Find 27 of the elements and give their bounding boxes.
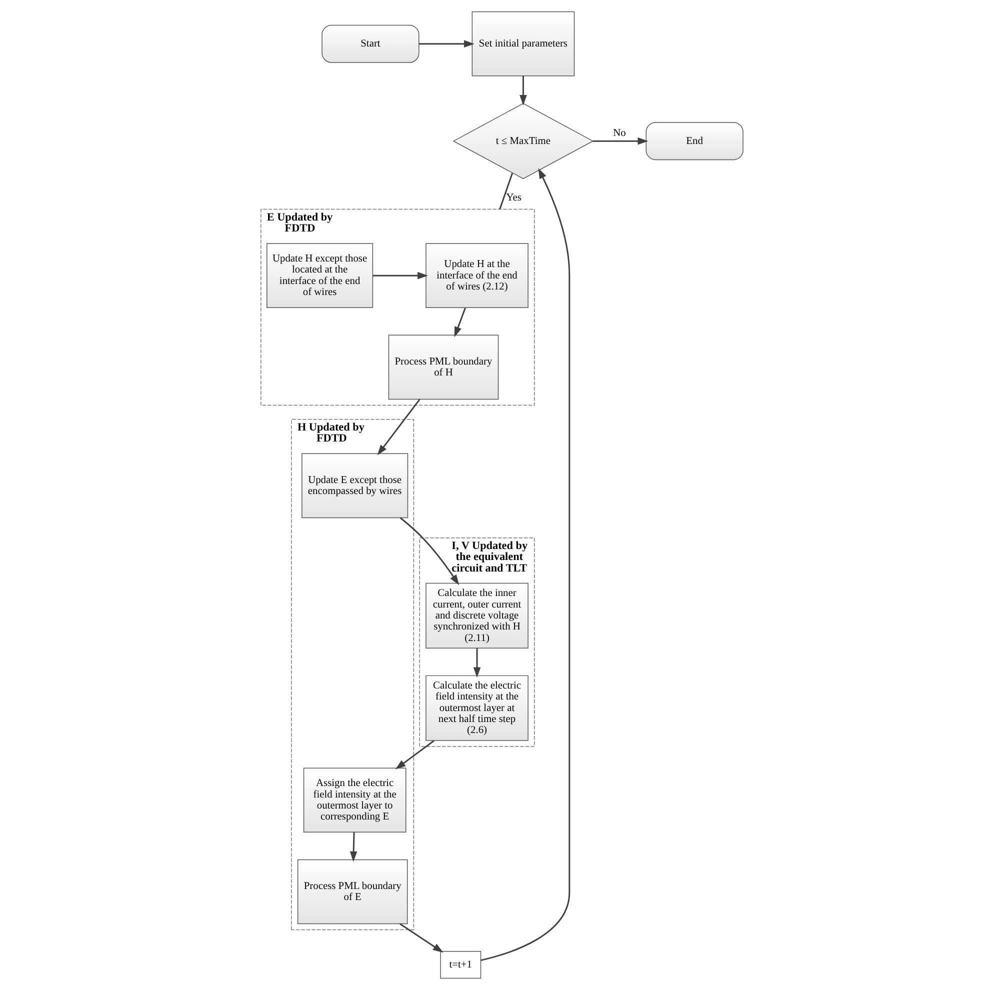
node-box: Process PML boundary of E bbox=[296, 859, 408, 924]
arrow bbox=[519, 76, 526, 106]
node-box: t=t+1 bbox=[440, 951, 481, 979]
node-box: Start bbox=[321, 24, 419, 63]
connector bbox=[498, 172, 513, 210]
node-box: Process PML boundary of H bbox=[388, 334, 498, 400]
edge-label: Yes bbox=[506, 192, 521, 204]
node-box: Update E except those encompassed by wires bbox=[301, 453, 408, 518]
arrow bbox=[349, 832, 357, 862]
arrow bbox=[472, 648, 480, 678]
arrow bbox=[394, 740, 434, 770]
node-box: End bbox=[645, 122, 743, 160]
arrow bbox=[418, 40, 474, 48]
edge-label: No bbox=[612, 128, 626, 140]
node-box: Set initial parameters bbox=[471, 11, 574, 76]
arrow bbox=[592, 137, 648, 145]
arrow bbox=[399, 517, 459, 586]
node-box: Calculate the inner current, outer current and discrete voltage synchronized with H (2.11) bbox=[425, 582, 528, 648]
node-box: Update H at the interface of the end of wires (2.12) bbox=[425, 243, 528, 308]
arrow bbox=[454, 308, 466, 338]
arrow bbox=[480, 168, 570, 962]
arrow bbox=[372, 272, 428, 280]
node-box: Assign the electric field intensity at the outermost layer to corresponding E bbox=[302, 768, 406, 833]
node-box: Calculate the electric field intensity at the outermost layer at next half time step (2.6) bbox=[425, 675, 528, 741]
arrow bbox=[399, 923, 443, 953]
node-box: Update H except those located at the interface of the end of wires bbox=[266, 243, 373, 308]
arrow bbox=[376, 398, 420, 456]
